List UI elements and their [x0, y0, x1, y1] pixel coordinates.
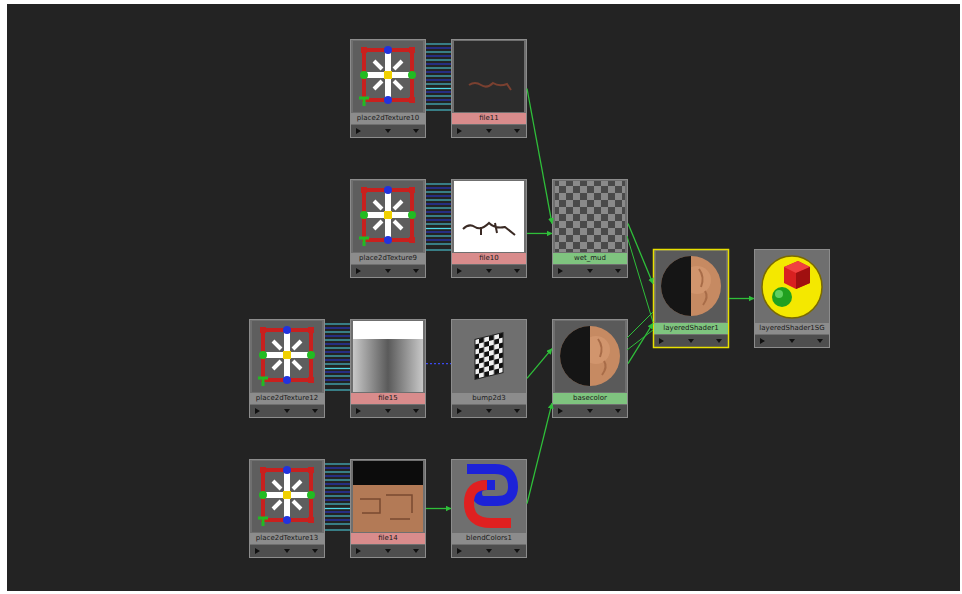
- shading-node: place2dTexture12: [249, 319, 325, 418]
- shading-node: wet_mud: [552, 179, 628, 278]
- connection-line: [426, 363, 451, 364]
- connection-line: [426, 228, 451, 229]
- shading-node: place2dTexture10: [350, 39, 426, 138]
- shading-node: basecolor: [552, 319, 628, 418]
- node-label: basecolor: [552, 393, 628, 404]
- connection-line: [325, 368, 350, 369]
- connection-line: [628, 323, 653, 363]
- node-label: place2dTexture10: [350, 113, 426, 124]
- node-label: place2dTexture9: [350, 253, 426, 264]
- node-label: file11: [451, 113, 527, 124]
- shading-node: layeredShader1SG: [754, 249, 830, 348]
- connection-line: [527, 349, 552, 379]
- node-label: place2dTexture12: [249, 393, 325, 404]
- node-label: blendColors1: [451, 533, 527, 544]
- shading-node: place2dTexture13: [249, 459, 325, 558]
- node-label: file15: [350, 393, 426, 404]
- connection-line: [628, 224, 653, 284]
- shading-node: place2dTexture9: [350, 179, 426, 278]
- node-label: layeredShader1: [653, 323, 729, 334]
- shading-node: file10: [451, 179, 527, 278]
- connection-line: [426, 88, 451, 89]
- node-label: layeredShader1SG: [754, 323, 830, 334]
- shading-node: file15: [350, 319, 426, 418]
- connection-line: [325, 508, 350, 509]
- node-label: bump2d3: [451, 393, 527, 404]
- connection-line: [527, 403, 552, 503]
- node-label: file14: [350, 533, 426, 544]
- shading-node: file14: [350, 459, 426, 558]
- shading-node: bump2d3: [451, 319, 527, 418]
- connection-line: [527, 89, 552, 224]
- node-label: wet_mud: [552, 253, 628, 264]
- shading-node: blendColors1: [451, 459, 527, 558]
- shading-node: file11: [451, 39, 527, 138]
- connection-line: [527, 233, 552, 234]
- node-label: file10: [451, 253, 527, 264]
- node-label: place2dTexture13: [249, 533, 325, 544]
- connection-line: [426, 508, 451, 509]
- shading-node: layeredShader1: [653, 249, 729, 348]
- connection-line: [729, 298, 754, 299]
